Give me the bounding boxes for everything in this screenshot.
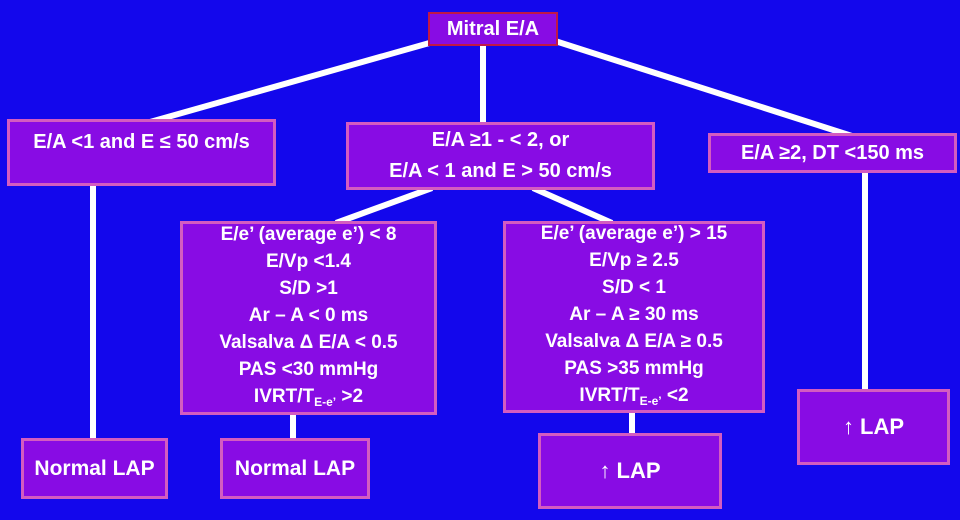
criteria-line: E/Vp <1.4 bbox=[265, 250, 352, 272]
node-outcome-elevated-lap-right: ↑ LAP bbox=[797, 389, 950, 465]
criteria-line: S/D < 1 bbox=[602, 276, 666, 298]
ivrt-prefix: IVRT/T bbox=[253, 385, 315, 407]
outcome-label: Normal LAP bbox=[34, 456, 155, 480]
node-branch-ea-low: E/A <1 and E ≤ 50 cm/s bbox=[7, 119, 276, 186]
node-branch-ea-intermediate-line2: E/A < 1 and E > 50 cm/s bbox=[389, 160, 612, 182]
outcome-label: Normal LAP bbox=[234, 456, 356, 480]
node-branch-ea-low-label: E/A <1 and E ≤ 50 cm/s bbox=[33, 131, 250, 153]
criteria-line: Valsalva Δ E/A ≥ 0.5 bbox=[545, 330, 723, 352]
criteria-line-ivrt: IVRT/TE-e’ >2 bbox=[254, 383, 363, 416]
criteria-line: Valsalva Δ E/A < 0.5 bbox=[219, 331, 398, 353]
criteria-line: E/e’ (average e’) < 8 bbox=[220, 223, 397, 245]
outcome-label: ↑ LAP bbox=[599, 458, 661, 483]
ivrt-subscript: E-e’ bbox=[639, 393, 662, 408]
connector-root-to-right bbox=[551, 37, 853, 139]
criteria-line: PAS <30 mmHg bbox=[238, 358, 379, 380]
criteria-line: Ar – A < 0 ms bbox=[248, 304, 369, 326]
criteria-line: Ar – A ≥ 30 ms bbox=[569, 303, 699, 325]
node-outcome-normal-lap-2: Normal LAP bbox=[220, 438, 370, 499]
node-outcome-normal-lap-1: Normal LAP bbox=[21, 438, 168, 499]
ivrt-suffix: >2 bbox=[336, 385, 364, 407]
node-criteria-normal-lap: E/e’ (average e’) < 8 E/Vp <1.4 S/D >1 A… bbox=[180, 221, 437, 415]
connector-root-to-left bbox=[149, 37, 441, 125]
node-mitral-ea-label: Mitral E/A bbox=[446, 17, 540, 40]
node-branch-ea-high-label: E/A ≥2, DT <150 ms bbox=[740, 141, 925, 164]
ivrt-suffix: <2 bbox=[661, 384, 689, 406]
ivrt-prefix: IVRT/T bbox=[579, 384, 640, 406]
criteria-line: PAS >35 mmHg bbox=[564, 357, 704, 379]
node-branch-ea-high: E/A ≥2, DT <150 ms bbox=[708, 133, 957, 173]
criteria-line-ivrt: IVRT/TE-e’ <2 bbox=[579, 382, 688, 415]
ivrt-subscript: E-e’ bbox=[314, 394, 337, 409]
connector-mid-to-criteria-left bbox=[334, 185, 434, 226]
connector-mid-to-criteria-right bbox=[531, 185, 614, 226]
node-branch-ea-intermediate: E/A ≥1 - < 2, or E/A < 1 and E > 50 cm/s bbox=[346, 122, 655, 190]
criteria-line: S/D >1 bbox=[279, 277, 338, 299]
node-criteria-elevated-lap: E/e’ (average e’) > 15 E/Vp ≥ 2.5 S/D < … bbox=[503, 221, 765, 413]
node-branch-ea-intermediate-line1: E/A ≥1 - < 2, or bbox=[431, 129, 570, 151]
node-outcome-elevated-lap-mid: ↑ LAP bbox=[538, 433, 722, 509]
node-mitral-ea: Mitral E/A bbox=[428, 12, 558, 46]
outcome-label: ↑ LAP bbox=[842, 414, 905, 439]
criteria-line: E/Vp ≥ 2.5 bbox=[589, 249, 679, 271]
criteria-line: E/e’ (average e’) > 15 bbox=[540, 222, 728, 244]
